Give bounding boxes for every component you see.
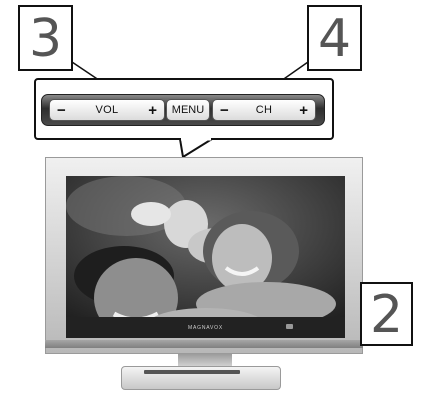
tv-brand-bar: MAGNAVOX <box>66 317 345 338</box>
channel-label: CH <box>256 104 273 116</box>
callout-2: 2 <box>360 282 413 346</box>
volume-up-button[interactable]: + <box>148 102 157 119</box>
tv-screen <box>66 176 345 338</box>
screen-photo-family <box>66 176 345 338</box>
volume-rocker[interactable]: − VOL + <box>49 99 165 121</box>
channel-up-button[interactable]: + <box>299 102 308 119</box>
volume-label: VOL <box>96 104 119 116</box>
power-indicator-light <box>286 324 293 329</box>
channel-down-button[interactable]: − <box>220 102 229 119</box>
brand-logo: MAGNAVOX <box>188 325 223 331</box>
channel-rocker[interactable]: − CH + <box>212 99 316 121</box>
tv-bottom-band <box>45 340 363 348</box>
menu-button[interactable]: MENU <box>166 99 210 121</box>
callout-3: 3 <box>18 5 73 71</box>
callout-4: 4 <box>307 5 362 71</box>
menu-label: MENU <box>172 104 204 116</box>
volume-down-button[interactable]: − <box>57 102 66 119</box>
stand-slot <box>144 370 240 374</box>
